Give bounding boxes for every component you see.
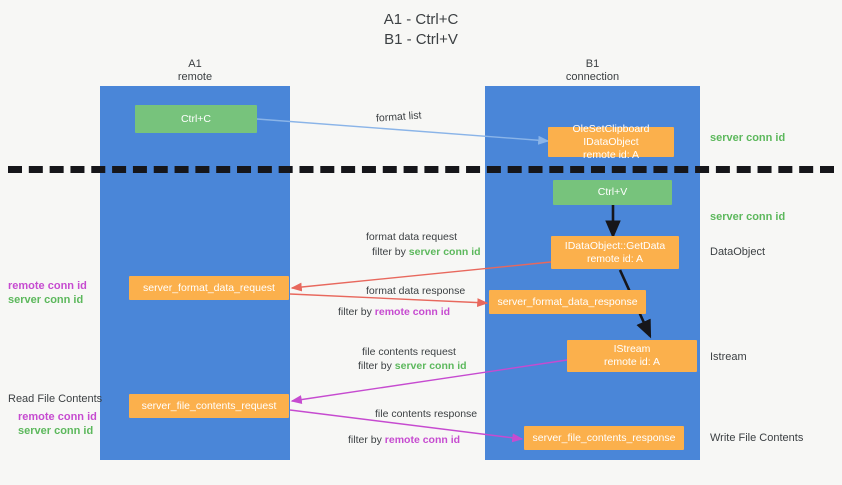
label-write-file-contents: Write File Contents xyxy=(710,432,804,444)
box-server-file-contents-response[interactable]: server_file_contents_response xyxy=(524,426,684,450)
annot-filter-value: remote conn id xyxy=(384,434,461,446)
lane-header-a1: A1 remote xyxy=(177,58,213,83)
label-istream: Istream xyxy=(710,351,747,363)
label-remote-conn-id-format: remote conn id xyxy=(8,280,87,292)
label-remote-conn-id-file: remote conn id xyxy=(18,411,97,423)
conn-stack-file: remote conn id server conn id xyxy=(18,410,97,438)
label-server-conn-id-top: server conn id xyxy=(710,132,786,144)
box-ole-set-clipboard[interactable]: OleSetClipboard IDataObject remote id: A xyxy=(548,123,674,161)
annot-format-data-request-filter: filter by server conn id xyxy=(372,245,481,260)
lane-header-b1: B1 connection xyxy=(565,58,620,83)
annot-file-contents-response-filter: filter by remote conn id xyxy=(348,433,460,448)
label-read-file-contents: Read File Contents xyxy=(8,393,103,405)
annot-filter-value: server conn id xyxy=(394,360,467,372)
annot-file-contents-response: file contents response xyxy=(375,408,478,420)
annot-filter-prefix: filter by xyxy=(372,246,409,258)
annot-file-contents-request-filter: filter by server conn id xyxy=(358,359,467,374)
annot-filter-prefix: filter by xyxy=(338,306,375,318)
label-server-conn-id-format: server conn id xyxy=(8,294,84,306)
annot-format-data-response: format data response xyxy=(366,285,466,297)
annot-filter-value: remote conn id xyxy=(374,306,451,318)
box-istream[interactable]: IStream remote id: A xyxy=(567,340,697,372)
label-server-conn-id-file: server conn id xyxy=(18,425,94,437)
box-ctrl-v[interactable]: Ctrl+V xyxy=(553,180,672,205)
annot-format-data-request: format data request xyxy=(366,231,458,243)
annot-format-data-response-filter: filter by remote conn id xyxy=(338,305,450,320)
dashed-divider xyxy=(8,166,834,173)
annot-format-list: format list xyxy=(375,109,422,125)
annot-filter-prefix: filter by xyxy=(348,434,385,446)
annot-filter-prefix: filter by xyxy=(358,360,395,372)
label-data-object: DataObject xyxy=(710,246,766,258)
box-idataobject-getdata[interactable]: IDataObject::GetData remote id: A xyxy=(551,236,679,269)
box-server-format-data-response[interactable]: server_format_data_response xyxy=(489,290,646,314)
annot-filter-value: server conn id xyxy=(408,246,481,258)
label-server-conn-id-mid: server conn id xyxy=(710,211,786,223)
box-server-file-contents-request[interactable]: server_file_contents_request xyxy=(129,394,289,418)
box-server-format-data-request[interactable]: server_format_data_request xyxy=(129,276,289,300)
conn-stack-format: remote conn id server conn id xyxy=(8,279,87,307)
annot-file-contents-request: file contents request xyxy=(362,346,456,358)
box-ctrl-c[interactable]: Ctrl+C xyxy=(135,105,257,133)
diagram-title: A1 - Ctrl+C B1 - Ctrl+V xyxy=(383,11,459,48)
